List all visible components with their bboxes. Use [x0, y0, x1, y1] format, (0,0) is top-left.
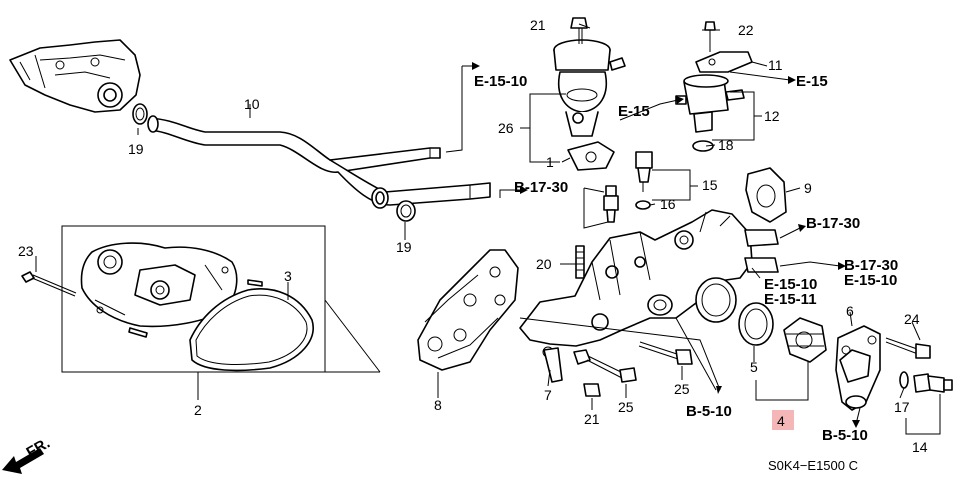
gasket-1 [567, 141, 615, 171]
nut-21-bottom [583, 383, 601, 397]
gasket-9 [745, 167, 787, 223]
egr-valve [553, 39, 626, 137]
callout-20: 20 [536, 256, 552, 272]
water-pump [80, 242, 263, 338]
callout-8: 8 [434, 397, 442, 413]
o-ring-19-mid [396, 200, 416, 222]
callout-19-left: 19 [128, 141, 144, 157]
diagram-code: S0K4−E1500 C [768, 458, 858, 473]
ref-e-15-10-c: E-15-10 [844, 272, 897, 289]
ref-b-17-30-a: B-17-30 [514, 179, 568, 196]
reference-labels: E-15-10 E-15 E-15 B-17-30 B-17-30 B-17-3… [474, 73, 898, 444]
o-ring-19-left [132, 103, 148, 125]
callout-15: 15 [702, 177, 718, 193]
callout-18: 18 [718, 137, 734, 153]
water-passage-housing [519, 209, 779, 358]
bolt-23 [21, 271, 77, 297]
ref-b-5-10-b: B-5-10 [822, 427, 868, 444]
callout-19-mid: 19 [396, 239, 412, 255]
callout-24: 24 [904, 311, 920, 327]
stud-20 [575, 245, 585, 279]
water-pipe [147, 115, 491, 209]
callout-7: 7 [544, 387, 552, 403]
callout-21-bottom: 21 [584, 411, 600, 427]
gasket-8 [417, 249, 519, 371]
callout-25-right: 25 [674, 381, 690, 397]
callout-26: 26 [498, 120, 514, 136]
gasket-3 [189, 288, 314, 372]
thermostat-cover-6 [835, 325, 881, 411]
callout-1: 1 [546, 154, 554, 170]
callout-14: 14 [912, 439, 928, 455]
callout-numbers: 1 2 3 4 5 6 7 8 9 10 11 12 14 15 16 17 1… [18, 17, 928, 455]
ref-b-5-10-a: B-5-10 [686, 403, 732, 420]
water-pump-box [61, 225, 381, 373]
bolt-22 [704, 21, 716, 52]
bracket-11 [695, 51, 753, 73]
front-arrow-icon [2, 448, 44, 474]
callout-21-top: 21 [530, 17, 546, 33]
callout-17: 17 [894, 399, 910, 415]
callout-25-left: 25 [618, 399, 634, 415]
ref-b-17-30-b: B-17-30 [806, 215, 860, 232]
bolt-25-right [638, 341, 693, 365]
ref-e-15-10-top: E-15-10 [474, 73, 527, 90]
callout-22: 22 [738, 22, 754, 38]
solenoid-valve [675, 74, 745, 133]
engine-block-fragment [9, 39, 141, 113]
gasket-5 [738, 302, 774, 346]
sensor-14 [913, 373, 953, 393]
callout-10: 10 [244, 96, 260, 112]
callout-5: 5 [750, 359, 758, 375]
callout-4-highlight [772, 410, 794, 430]
ref-e-15-10-d: E-15-10 [764, 276, 817, 293]
callout-11: 11 [768, 57, 783, 73]
bolt-25-left [573, 349, 637, 383]
ref-b-17-30-c: B-17-30 [844, 257, 898, 274]
thermostat-4 [783, 317, 827, 363]
bolt-24 [885, 337, 931, 359]
callout-12: 12 [764, 108, 780, 124]
ref-e-15-left: E-15 [618, 103, 650, 120]
bracket-7 [543, 347, 563, 383]
sensor-13 [603, 185, 619, 223]
callout-6: 6 [846, 303, 854, 319]
callout-3: 3 [284, 268, 292, 284]
ref-e-15-right: E-15 [796, 73, 828, 90]
reference-arrowheads [472, 62, 860, 428]
callout-23: 23 [18, 243, 34, 259]
o-ring-18 [692, 140, 714, 152]
callout-2: 2 [194, 402, 202, 418]
leader-lines [35, 23, 941, 435]
callout-4: 4 [777, 413, 785, 429]
front-direction-indicator: FR. [2, 435, 53, 474]
sensor-15 [635, 151, 653, 192]
washer-17 [899, 371, 909, 389]
callout-9: 9 [804, 180, 812, 196]
callout-16: 16 [660, 196, 676, 212]
washer-16 [635, 200, 651, 210]
ref-e-15-11: E-15-11 [764, 291, 817, 308]
